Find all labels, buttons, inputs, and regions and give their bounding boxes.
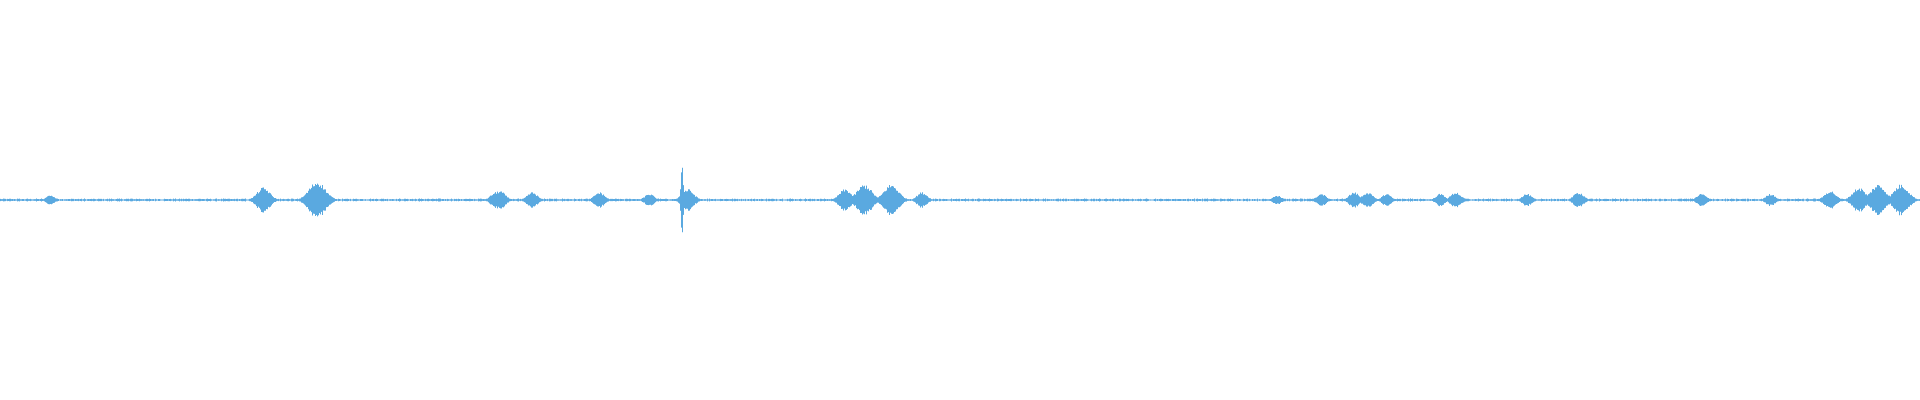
waveform-peaks	[0, 167, 1920, 233]
